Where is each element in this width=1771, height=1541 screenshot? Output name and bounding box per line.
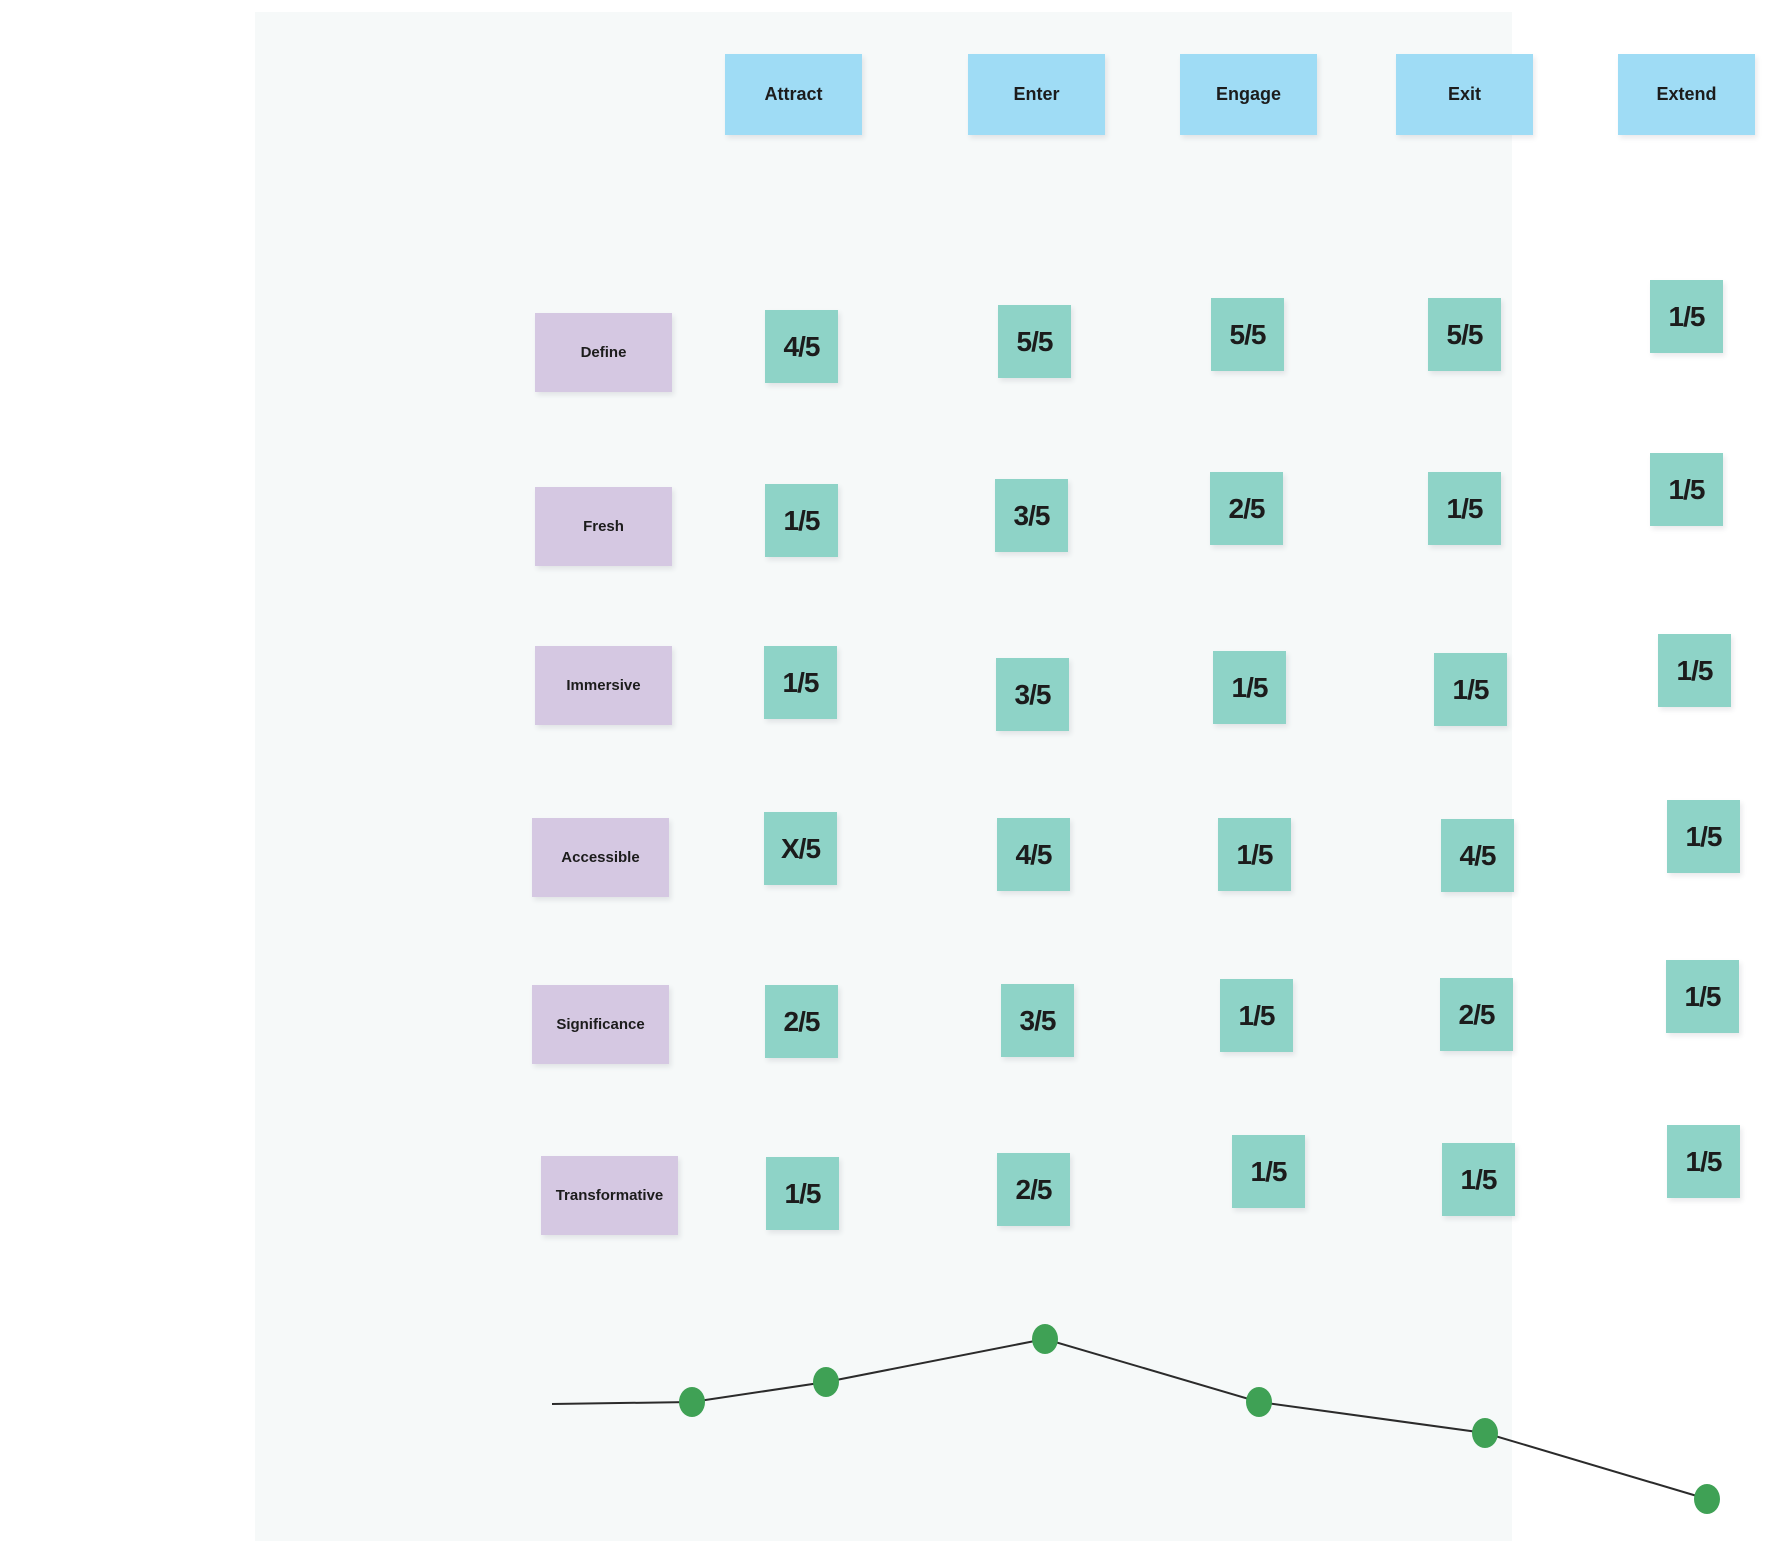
- score-cell[interactable]: 2/5: [1440, 978, 1513, 1051]
- score-cell[interactable]: 1/5: [1667, 1125, 1740, 1198]
- score-cell[interactable]: 1/5: [765, 484, 838, 557]
- journey-point[interactable]: [1246, 1387, 1272, 1417]
- journey-chart: [551, 1324, 1720, 1514]
- column-header-engage[interactable]: Engage: [1180, 54, 1317, 135]
- score-cell[interactable]: 1/5: [1218, 818, 1291, 891]
- score-cell[interactable]: 1/5: [1442, 1143, 1515, 1216]
- column-header-attract[interactable]: Attract: [725, 54, 862, 135]
- column-header-label: Engage: [1215, 84, 1281, 104]
- score-cell[interactable]: 4/5: [1441, 819, 1514, 892]
- score-cell[interactable]: 1/5: [1666, 960, 1739, 1033]
- journey-line[interactable]: [551, 1337, 1708, 1500]
- column-header-exit[interactable]: Exit: [1396, 54, 1533, 135]
- score-cell[interactable]: 3/5: [996, 658, 1069, 731]
- column-header-enter[interactable]: Enter: [968, 54, 1105, 135]
- row-label-significance[interactable]: Significance: [532, 985, 669, 1064]
- journey-point[interactable]: [1472, 1418, 1498, 1448]
- row-label-text: Define: [580, 344, 627, 361]
- row-label-text: Transformative: [555, 1187, 664, 1204]
- journey-point[interactable]: [1694, 1484, 1720, 1514]
- column-header-label: Attract: [764, 84, 823, 104]
- score-cell[interactable]: 2/5: [1210, 472, 1283, 545]
- whiteboard-canvas: Attract Enter Engage Exit Extend Define …: [255, 12, 1755, 1541]
- score-cell[interactable]: 2/5: [765, 985, 838, 1058]
- row-label-text: Fresh: [583, 518, 624, 535]
- row-label-transformative[interactable]: Transformative: [541, 1156, 678, 1235]
- score-cell[interactable]: 3/5: [1001, 984, 1074, 1057]
- column-header-extend[interactable]: Extend: [1618, 54, 1755, 135]
- row-label-text: Immersive: [566, 677, 641, 694]
- score-cell[interactable]: 1/5: [1434, 653, 1507, 726]
- row-label-text: Accessible: [561, 849, 640, 866]
- score-cell[interactable]: 1/5: [1428, 472, 1501, 545]
- score-cell[interactable]: 1/5: [766, 1157, 839, 1230]
- score-cell[interactable]: 3/5: [995, 479, 1068, 552]
- score-cell[interactable]: 1/5: [1220, 979, 1293, 1052]
- score-cell[interactable]: 1/5: [1667, 800, 1740, 873]
- row-label-define[interactable]: Define: [535, 313, 672, 392]
- row-label-accessible[interactable]: Accessible: [532, 818, 669, 897]
- score-cell[interactable]: 2/5: [997, 1153, 1070, 1226]
- column-header-label: Enter: [1013, 84, 1060, 104]
- journey-point[interactable]: [1032, 1324, 1058, 1354]
- score-cell[interactable]: 1/5: [1232, 1135, 1305, 1208]
- score-cell[interactable]: 1/5: [1650, 280, 1723, 353]
- score-cell[interactable]: 1/5: [1650, 453, 1723, 526]
- row-label-immersive[interactable]: Immersive: [535, 646, 672, 725]
- row-label-fresh[interactable]: Fresh: [535, 487, 672, 566]
- score-cell[interactable]: 1/5: [1658, 634, 1731, 707]
- column-header-label: Exit: [1447, 84, 1481, 104]
- score-cell[interactable]: 4/5: [997, 818, 1070, 891]
- score-cell[interactable]: X/5: [764, 812, 837, 885]
- score-cell[interactable]: 5/5: [1211, 298, 1284, 371]
- score-cell[interactable]: 1/5: [764, 646, 837, 719]
- column-header-label: Extend: [1656, 84, 1717, 104]
- score-cell[interactable]: 1/5: [1213, 651, 1286, 724]
- journey-point[interactable]: [813, 1367, 839, 1397]
- journey-point[interactable]: [679, 1387, 705, 1417]
- row-label-text: Significance: [556, 1016, 645, 1033]
- score-cell[interactable]: 5/5: [998, 305, 1071, 378]
- score-cell[interactable]: 5/5: [1428, 298, 1501, 371]
- score-cell[interactable]: 4/5: [765, 310, 838, 383]
